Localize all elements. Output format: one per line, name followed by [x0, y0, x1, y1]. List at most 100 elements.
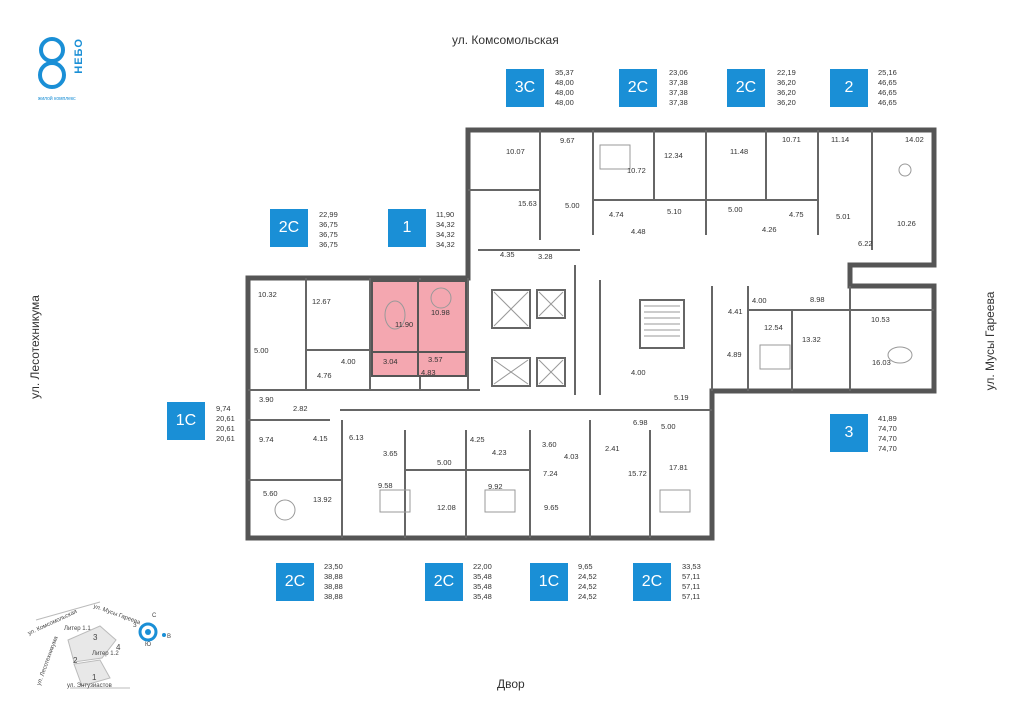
room-area: 2.41 — [605, 444, 620, 453]
room-area: 4.41 — [728, 307, 743, 316]
logo-subtitle: жилой комплекс — [38, 96, 76, 102]
room-area: 5.00 — [437, 458, 452, 467]
room-area: 9.65 — [544, 503, 559, 512]
room-area: 4.75 — [789, 210, 804, 219]
room-area: 11.90 — [395, 320, 414, 329]
room-area: 9.67 — [560, 136, 575, 145]
room-area: 17.81 — [669, 463, 688, 472]
room-area: 4.15 — [313, 434, 328, 443]
site-mini-map — [35, 601, 166, 689]
mini-section: 4 — [116, 643, 121, 652]
room-area: 4.35 — [500, 250, 515, 259]
unit-badge[interactable]: 2С — [270, 209, 308, 247]
unit-badge[interactable]: 2С — [619, 69, 657, 107]
room-area: 4.83 — [421, 368, 436, 377]
mini-street: ул. Энтузиастов — [67, 683, 112, 689]
room-area: 5.60 — [263, 489, 278, 498]
room-area: 12.67 — [312, 297, 331, 306]
room-area: 4.00 — [631, 368, 646, 377]
room-area: 4.03 — [564, 452, 579, 461]
room-area: 4.48 — [631, 227, 646, 236]
room-area: 3.28 — [538, 252, 553, 261]
room-area: 2.82 — [293, 404, 308, 413]
compass-icon — [138, 622, 158, 642]
room-area: 6.13 — [349, 433, 364, 442]
room-area: 5.19 — [674, 393, 689, 402]
unit-badge[interactable]: 1С — [530, 563, 568, 601]
mini-section: 3 — [93, 633, 98, 642]
room-area: 3.57 — [428, 355, 443, 364]
mini-section: 1 — [92, 673, 97, 682]
room-area: 12.34 — [664, 151, 683, 160]
unit-badge[interactable]: 2 — [830, 69, 868, 107]
room-area: 3.65 — [383, 449, 398, 458]
room-area: 6.22 — [858, 239, 873, 248]
room-area: 3.04 — [383, 357, 398, 366]
room-area: 10.53 — [871, 315, 890, 324]
room-area: 4.26 — [762, 225, 777, 234]
unit-badge[interactable]: 1С — [167, 402, 205, 440]
room-area: 10.72 — [627, 166, 646, 175]
room-area: 8.98 — [810, 295, 825, 304]
room-area: 4.74 — [609, 210, 624, 219]
room-area: 4.89 — [727, 350, 742, 359]
unit-badge[interactable]: 3С — [506, 69, 544, 107]
unit-badge[interactable]: 3 — [830, 414, 868, 452]
room-area: 12.54 — [764, 323, 783, 332]
room-area: 10.26 — [897, 219, 916, 228]
compass-west: З — [133, 623, 137, 629]
room-area: 3.60 — [542, 440, 557, 449]
room-area: 4.00 — [341, 357, 356, 366]
room-area: 16.03 — [872, 358, 891, 367]
room-area: 10.98 — [431, 308, 450, 317]
compass-south: Ю — [145, 642, 152, 648]
room-area: 10.71 — [782, 135, 801, 144]
street-bottom: Двор — [497, 677, 525, 691]
room-area: 12.08 — [437, 503, 456, 512]
room-area: 11.48 — [730, 147, 749, 156]
room-area: 6.98 — [633, 418, 648, 427]
room-area: 4.76 — [317, 371, 332, 380]
unit-badge[interactable]: 2С — [276, 563, 314, 601]
room-area: 10.32 — [258, 290, 277, 299]
unit-badge[interactable]: 2С — [425, 563, 463, 601]
room-area: 15.63 — [518, 199, 537, 208]
room-area: 3.90 — [259, 395, 274, 404]
compass-east: В — [167, 634, 172, 640]
room-area: 5.00 — [254, 346, 269, 355]
room-area: 5.00 — [728, 205, 743, 214]
unit-badge[interactable]: 1 — [388, 209, 426, 247]
street-top: ул. Комсомольская — [452, 33, 559, 47]
room-area: 13.32 — [802, 335, 821, 344]
room-area: 9.74 — [259, 435, 274, 444]
compass-north: С — [152, 613, 157, 619]
room-area: 5.00 — [565, 201, 580, 210]
room-area: 11.14 — [831, 135, 850, 144]
unit-badge[interactable]: 2С — [633, 563, 671, 601]
room-area: 5.00 — [661, 422, 676, 431]
room-area: 9.92 — [488, 482, 503, 491]
mini-section: 2 — [73, 656, 78, 665]
room-area: 15.72 — [628, 469, 647, 478]
room-area: 7.24 — [543, 469, 558, 478]
logo-icon — [38, 37, 66, 89]
mini-entrance: Литер 1.1 — [64, 626, 91, 632]
mini-entrance: Литер 1.2 — [92, 651, 119, 657]
room-area: 4.00 — [752, 296, 767, 305]
room-area: 14.02 — [905, 135, 924, 144]
unit-badge[interactable]: 2С — [727, 69, 765, 107]
room-area: 4.23 — [492, 448, 507, 457]
room-area: 10.07 — [506, 147, 525, 156]
